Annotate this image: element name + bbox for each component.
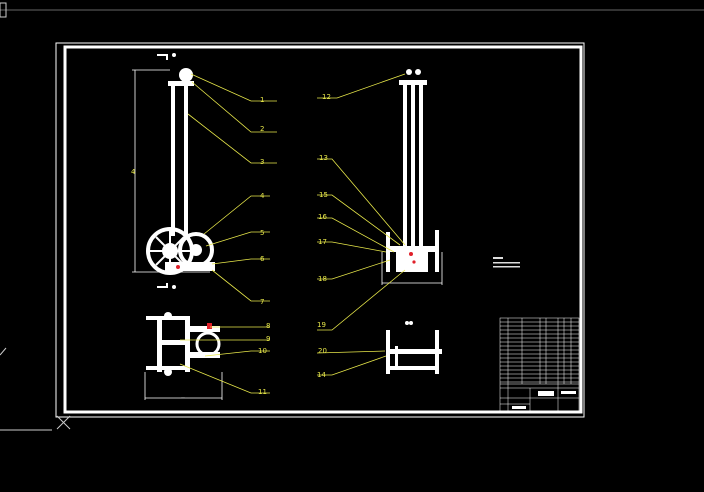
title-block — [499, 317, 580, 413]
technical-notes — [493, 257, 520, 268]
balloon-9: 9 — [266, 335, 270, 343]
top-view — [144, 312, 223, 400]
balloon-20: 20 — [318, 347, 327, 355]
balloon-12: 12 — [322, 93, 331, 101]
balloon-15: 15 — [319, 191, 328, 199]
dimension-bottom-label: — — [181, 395, 185, 400]
balloon-2: 2 — [260, 125, 264, 133]
balloon-13: 13 — [319, 154, 328, 162]
parts-list-rows — [500, 321, 579, 383]
balloon-14: 14 — [317, 371, 326, 379]
balloon-1: 1 — [260, 96, 264, 104]
balloon-19: 19 — [317, 321, 326, 329]
balloon-16: 16 — [318, 213, 327, 221]
balloon-4: 4 — [260, 192, 265, 200]
dimension-side-label: 4 — [131, 168, 136, 176]
balloon-11: 11 — [258, 388, 267, 396]
balloon-7: 7 — [260, 298, 264, 306]
sheet-outer-border — [55, 42, 585, 418]
balloon-6: 6 — [260, 255, 265, 263]
balloon-5: 5 — [260, 229, 264, 237]
sheet-inner-border — [63, 45, 583, 414]
balloon-18: 18 — [318, 275, 327, 283]
balloon-17: 17 — [318, 238, 327, 246]
leader-lines — [179, 73, 406, 394]
balloon-10: 10 — [258, 347, 267, 355]
balloon-labels: 1 2 3 4 5 6 7 8 9 10 11 12 13 15 16 17 1… — [131, 93, 331, 400]
balloon-8: 8 — [266, 322, 270, 330]
front-view — [132, 53, 215, 289]
ucs-axis-icon — [0, 2, 7, 18]
side-view — [381, 69, 443, 374]
balloon-3: 3 — [260, 158, 264, 166]
crosshair-cursor-icon — [0, 347, 71, 431]
